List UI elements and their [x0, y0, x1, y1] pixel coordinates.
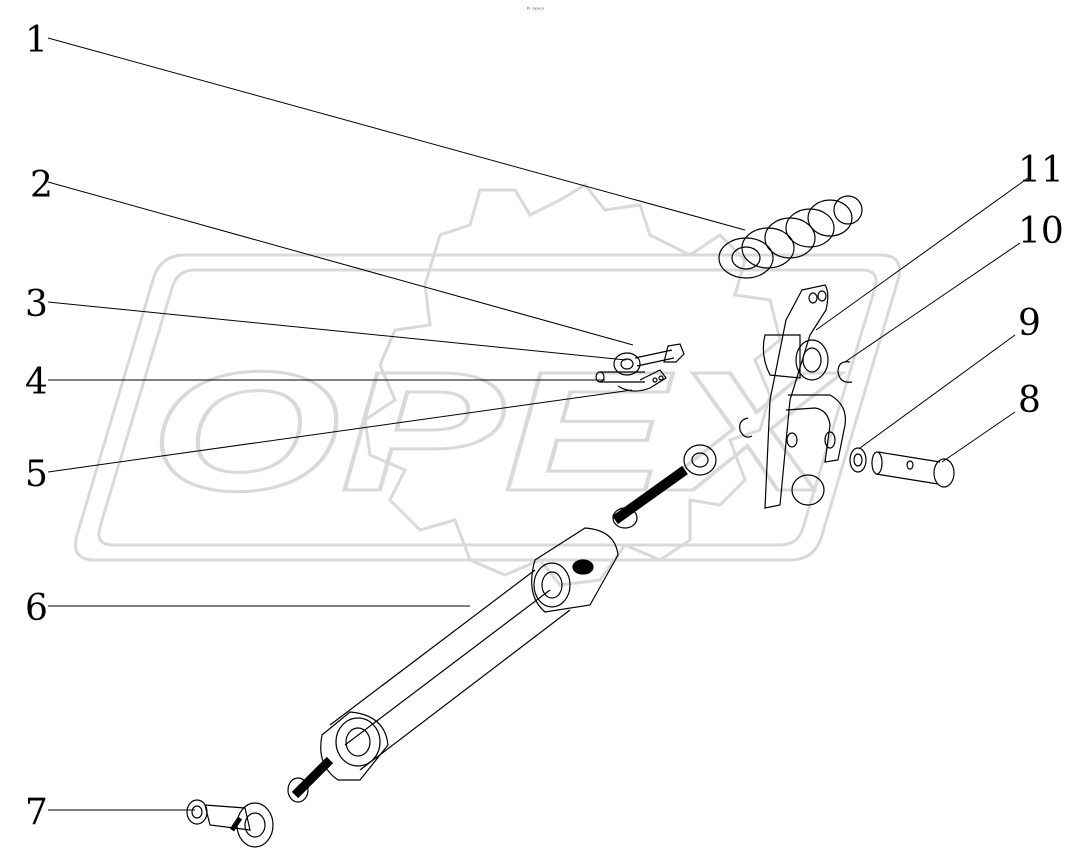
clevis-pin-part	[871, 451, 955, 488]
callout-9: 9	[1018, 303, 1041, 344]
adjusting-rod-part	[287, 444, 717, 803]
callout-10: 10	[1018, 211, 1064, 252]
callout-1: 1	[25, 20, 48, 61]
ball-joint-part	[186, 799, 274, 848]
leader-8	[941, 411, 1016, 463]
callout-11: 11	[1018, 150, 1064, 191]
watermark-gear-logo	[363, 183, 782, 587]
callout-6: 6	[25, 588, 48, 629]
leader-3	[47, 301, 627, 361]
callout-8: 8	[1018, 380, 1041, 421]
retaining-ring-part	[739, 361, 853, 438]
callout-numbers: 1 2 3 4 5 6 7 8 9 10 11	[25, 20, 1064, 833]
leader-2	[47, 181, 634, 346]
callout-4: 4	[25, 362, 48, 403]
leader-5	[47, 389, 633, 473]
coil-spring-part	[718, 195, 863, 279]
callout-3: 3	[25, 284, 48, 325]
callout-2: 2	[30, 165, 53, 206]
watermark-text: OPEX	[150, 337, 842, 527]
leader-1	[47, 37, 746, 231]
flat-washer-part	[849, 447, 867, 473]
washer-part	[613, 352, 641, 376]
bolt-part	[634, 343, 685, 367]
callout-5: 5	[25, 454, 48, 495]
pin-part	[595, 371, 645, 383]
watermark-frame	[74, 253, 901, 562]
callout-7: 7	[25, 792, 48, 833]
leader-10	[844, 242, 1021, 363]
leader-11	[815, 177, 1029, 331]
header-mark: ᴿ ᵒᵖᵉˣ	[527, 6, 544, 14]
leader-9	[859, 334, 1016, 449]
clip-part	[617, 369, 667, 392]
leader-lines	[47, 37, 1029, 811]
bracket-part	[762, 284, 847, 509]
